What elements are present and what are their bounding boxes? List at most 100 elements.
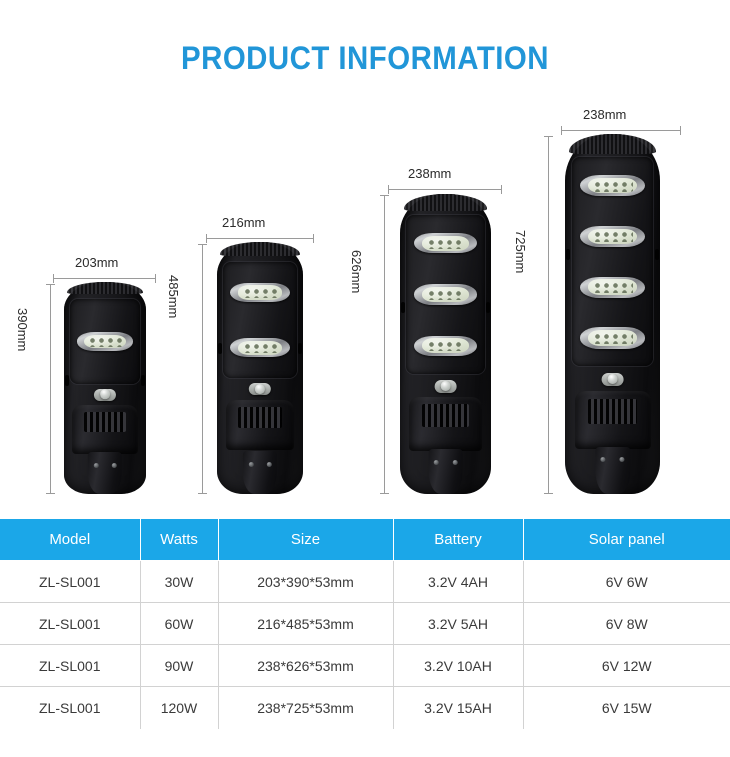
dimension-width-label-90w: 238mm [408,166,452,181]
column-header-size: Size [217,518,394,561]
led-diode-grid [426,339,465,352]
led-diode-grid [592,281,633,294]
sensor-dome-icon [440,380,451,391]
led-diode-grid [241,342,279,354]
led-plate [571,157,654,367]
heat-sink [72,404,138,454]
dimension-height-label-60w: 485mm [166,275,181,319]
lamp-top-cap [403,194,488,211]
led-lens [422,286,469,303]
lamp-side-notch [566,249,570,261]
table-row: ZL-SL001 30W 203*390*53mm 3.2V 4AH 6V 6W [0,560,730,603]
screw-icon [111,462,117,468]
screw-icon [433,459,439,465]
lamp-graphic-90w [400,194,491,494]
dimension-height-label-30w: 390mm [15,308,30,352]
mounting-bracket [594,447,631,494]
led-module [579,175,646,197]
dimension-width-line-60w [206,234,314,243]
cell-battery: 3.2V 15AH [392,686,524,729]
lamp-side-notch [65,375,69,387]
dimension-width-line-30w [53,274,156,283]
lamp-side-notch [218,342,222,354]
lamp-side-notch [141,375,145,387]
led-lens [422,338,469,354]
column-header-watts: Watts [139,518,219,561]
heat-sink-fins [588,399,637,424]
cell-solar-panel: 6V 15W [522,686,730,729]
cell-model: ZL-SL001 [0,602,141,645]
led-lens [588,330,637,346]
led-diode-grid [592,331,633,344]
screw-icon [619,457,625,463]
dimension-width-label-60w: 216mm [222,215,266,230]
led-lens [238,340,282,355]
led-module [579,225,646,247]
lamp-side-notch [401,302,405,313]
table-row: ZL-SL001 120W 238*725*53mm 3.2V 15AH 6V … [0,686,730,729]
sensor-dome-icon [255,383,265,394]
screw-icon [452,459,458,465]
lamp-top-cap [568,134,657,154]
column-header-model: Model [0,518,141,561]
mounting-bracket [242,451,278,494]
cell-watts: 60W [139,602,219,645]
led-diode-grid [426,237,465,250]
screw-icon [266,462,272,468]
cell-model: ZL-SL001 [0,686,141,729]
page-title: PRODUCT INFORMATION [180,40,549,76]
dimension-height-line-30w [46,284,55,494]
led-module [230,338,290,358]
cell-battery: 3.2V 5AH [392,602,524,645]
motion-sensor-module [601,373,624,387]
led-module [76,332,134,351]
cell-size: 238*725*53mm [217,686,394,729]
motion-sensor-module [93,389,117,401]
heat-sink [409,396,482,451]
cell-size: 203*390*53mm [217,560,394,603]
dimension-height-label-120w: 725mm [513,230,528,274]
led-plate [406,215,485,374]
heat-sink [574,391,651,449]
dimension-height-line-120w [544,136,553,494]
screw-icon [93,462,99,468]
screw-icon [600,457,606,463]
dimension-height-line-60w [198,244,207,494]
led-module [414,233,477,254]
sensor-dome-icon [607,374,618,385]
cell-watts: 120W [139,686,219,729]
led-lens [588,228,637,245]
cell-size: 216*485*53mm [217,602,394,645]
cell-battery: 3.2V 10AH [392,644,524,687]
table-header-row: Model Watts Size Battery Solar panel [0,518,730,561]
cell-solar-panel: 6V 12W [522,644,730,687]
heat-sink [225,399,295,450]
lamp-top-cap [220,242,300,256]
led-lens [588,177,637,194]
screw-icon [248,462,254,468]
led-module [579,276,646,298]
cell-solar-panel: 6V 6W [522,560,730,603]
cell-battery: 3.2V 4AH [392,560,524,603]
lamp-side-notch [298,342,302,354]
led-lens [238,285,282,300]
dimension-width-line-90w [388,185,502,194]
table-row: ZL-SL001 60W 216*485*53mm 3.2V 5AH 6V 8W [0,602,730,645]
dimension-width-label-120w: 238mm [583,107,627,122]
led-plate [69,298,141,384]
lamp-graphic-120w [565,134,660,494]
cell-model: ZL-SL001 [0,644,141,687]
heat-sink-fins [84,411,126,433]
lamp-side-notch [655,249,659,261]
specification-table: Model Watts Size Battery Solar panel ZL-… [0,518,730,729]
dimension-height-line-90w [380,195,389,494]
led-module [230,282,290,303]
motion-sensor-module [248,383,272,396]
led-lens [588,279,637,295]
product-showcase: 203mm 390mm [0,90,730,510]
lamp-side-notch [486,302,490,313]
column-header-solar-panel: Solar panel [522,518,730,561]
led-lens [84,334,126,349]
lamp-top-cap [67,282,143,294]
column-header-battery: Battery [392,518,524,561]
